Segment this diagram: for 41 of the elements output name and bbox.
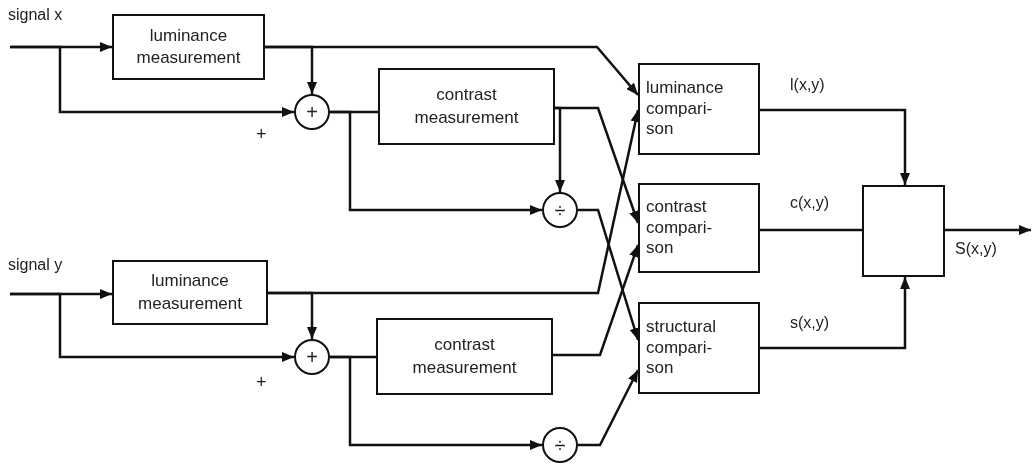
- arrow: [760, 108, 910, 185]
- box-text: luminance compari- son: [646, 78, 725, 140]
- arrow: [760, 277, 910, 350]
- sign-label: +: [256, 124, 267, 145]
- box-text: contrast measurement: [411, 334, 518, 379]
- operator-circle: +: [294, 94, 330, 130]
- connector-line: [760, 228, 862, 232]
- edge-label: c(x,y): [790, 194, 830, 212]
- process-box: [376, 318, 553, 395]
- comparison-box: [638, 183, 760, 273]
- arrow: [945, 225, 1031, 235]
- operator-circle: ÷: [542, 427, 578, 463]
- box-text: structural compari- son: [646, 317, 717, 379]
- process-box: [112, 260, 268, 325]
- arrow: [555, 106, 640, 224]
- operator-circle: ÷: [542, 192, 578, 228]
- process-box: [378, 68, 555, 145]
- combination-box: [862, 185, 945, 277]
- box-text: luminance measurement: [135, 24, 242, 69]
- signal-label: signal x: [8, 6, 88, 47]
- arrow: [330, 355, 542, 450]
- arrow: [10, 45, 294, 117]
- arrow: [330, 110, 542, 215]
- edge-label: s(x,y): [790, 314, 830, 332]
- operator-circle: +: [294, 339, 330, 375]
- edge-label: l(x,y): [790, 76, 825, 94]
- sign-label: +: [256, 372, 267, 393]
- box-text: contrast measurement: [413, 84, 520, 129]
- arrow: [553, 244, 640, 357]
- comparison-box: [638, 302, 760, 394]
- arrow: [578, 208, 640, 341]
- signal-label: signal y: [8, 256, 88, 294]
- arrow: [555, 106, 565, 192]
- process-box: [112, 14, 265, 80]
- edge-label: S(x,y): [955, 240, 997, 258]
- arrow: [265, 45, 639, 96]
- arrow: [578, 369, 640, 447]
- box-text: contrast compari- son: [646, 197, 714, 259]
- arrow: [10, 292, 294, 362]
- box-text: luminance measurement: [137, 270, 243, 315]
- comparison-box: [638, 63, 760, 155]
